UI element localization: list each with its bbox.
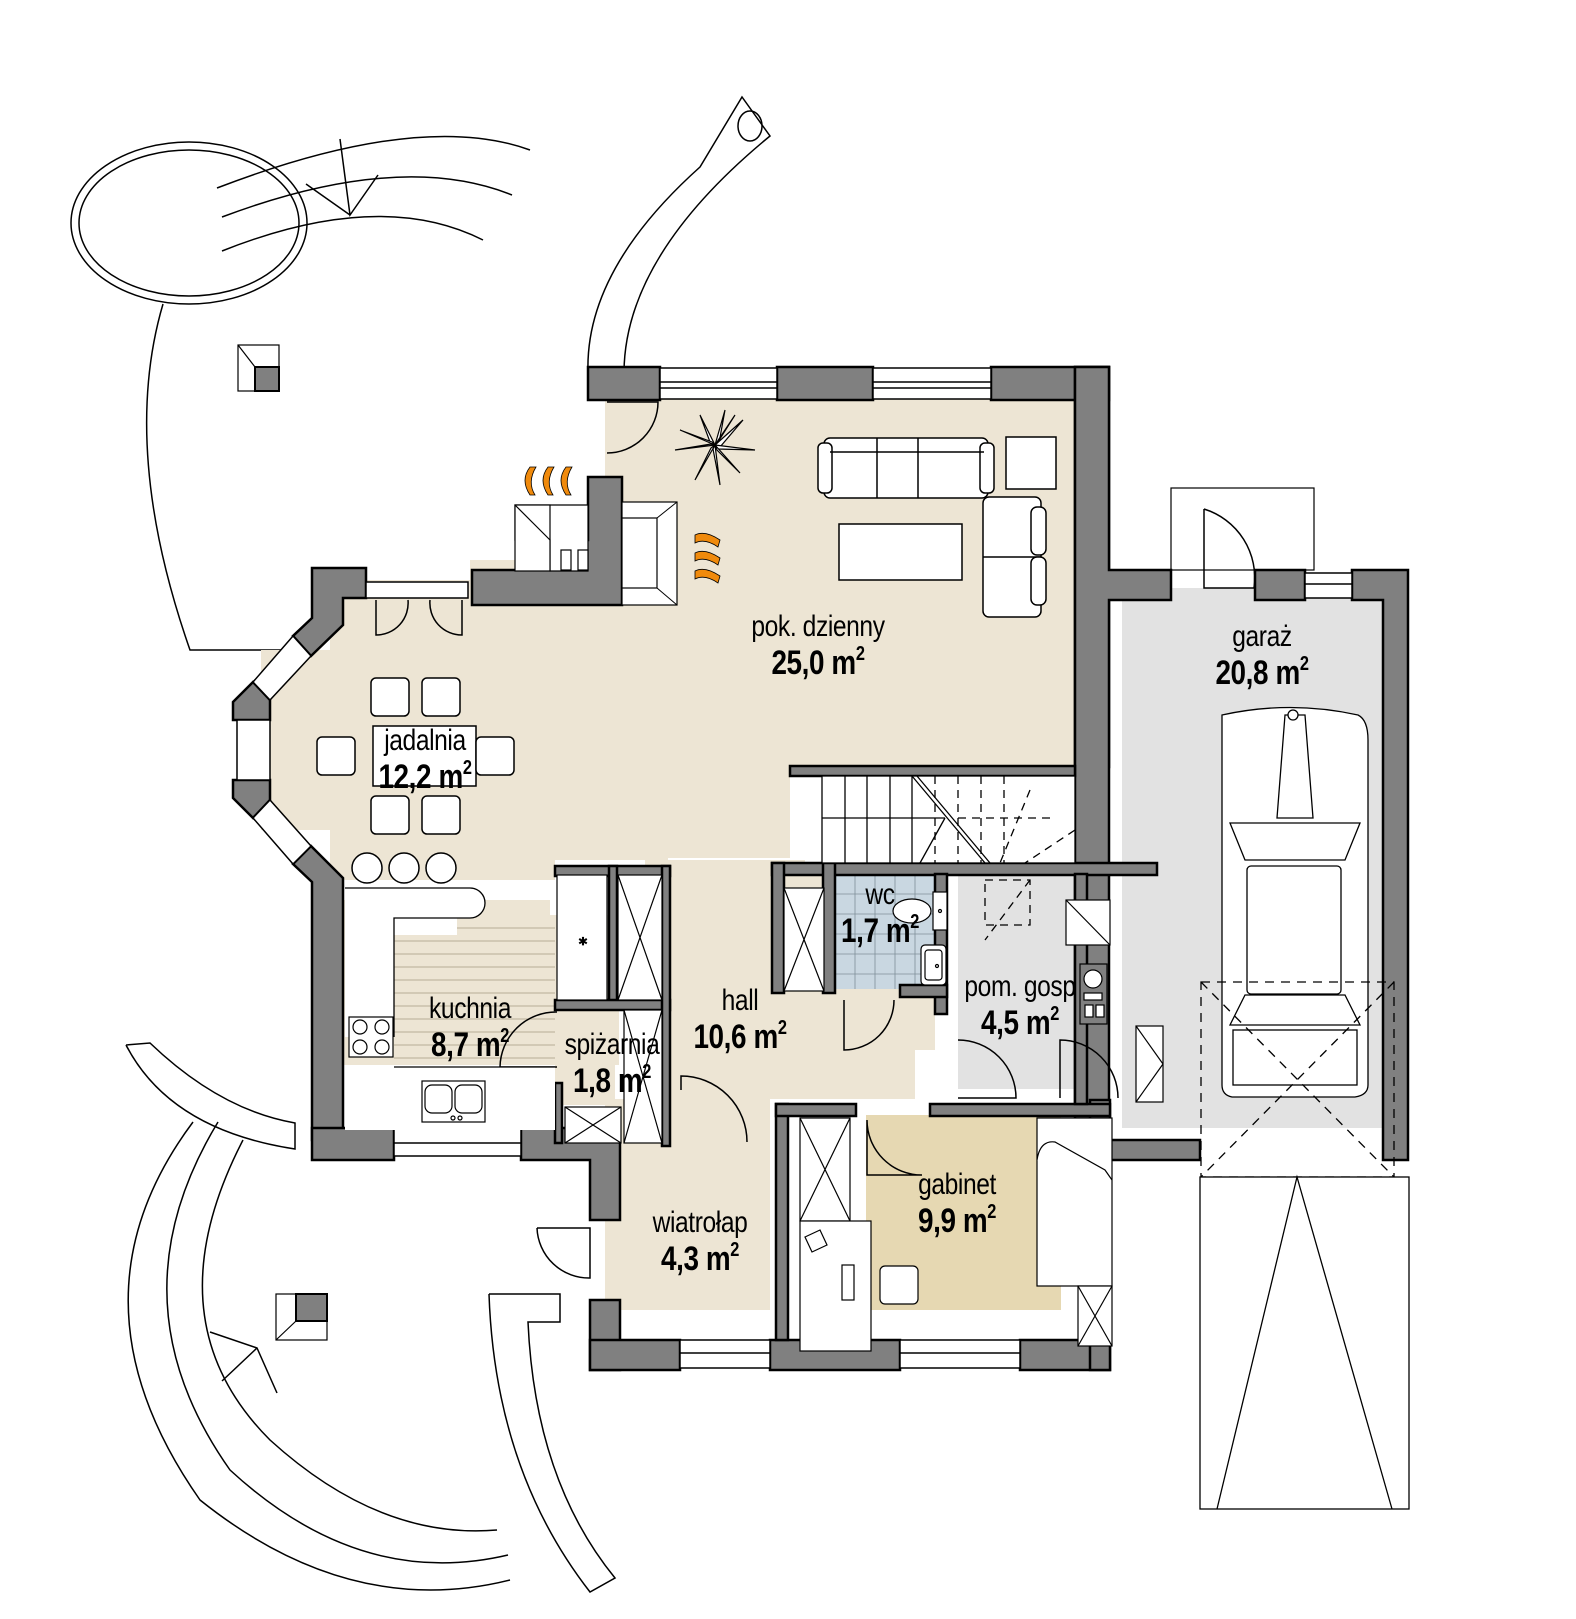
room-area: 4,3 m2	[661, 1239, 739, 1278]
room-label-pok-dzienny: pok. dzienny 25,0 m2	[737, 610, 899, 682]
floor-utility	[958, 874, 1078, 1089]
room-name: garaż	[1232, 620, 1292, 653]
door-hall-wc	[843, 999, 895, 1051]
garden-pergola-bottom	[125, 1042, 617, 1593]
room-name: gabinet	[918, 1168, 996, 1201]
room-label-gabinet: gabinet 9,9 m2	[909, 1168, 1004, 1240]
dining-table-icon	[316, 677, 515, 884]
floor-wc	[835, 874, 935, 989]
room-area: 1,7 m2	[841, 911, 919, 950]
room-area: 10,6 m2	[693, 1017, 787, 1056]
staircase-icon	[821, 775, 1076, 941]
room-area: 20,8 m2	[1215, 653, 1309, 692]
door-hall-entry	[680, 1075, 748, 1143]
room-label-spizarnia: spiżarnia 1,8 m2	[554, 1028, 670, 1100]
room-area: 12,2 m2	[378, 757, 472, 796]
room-name: wiatrołap	[652, 1206, 748, 1239]
room-label-wc: wc 1,7 m2	[832, 878, 927, 950]
room-name: pok. dzienny	[751, 610, 885, 643]
garden-column-bottom	[275, 1293, 328, 1341]
garden-column-top	[237, 344, 280, 392]
driveway	[1199, 1174, 1410, 1510]
room-name: hall	[721, 984, 759, 1017]
room-area: 25,0 m2	[771, 643, 865, 682]
room-area: 4,5 m2	[981, 1003, 1059, 1042]
room-name: kuchnia	[429, 992, 511, 1025]
sink-icon	[421, 1080, 486, 1123]
room-name: jadalnia	[384, 724, 466, 757]
room-label-garaz: garaż 20,8 m2	[1205, 620, 1319, 692]
room-area: 8,7 m2	[431, 1025, 509, 1064]
car-icon	[1221, 706, 1369, 1098]
room-label-wiatrolap: wiatrołap 4,3 m2	[642, 1206, 758, 1278]
door-utility	[957, 1039, 1017, 1099]
door-garage-side	[1203, 508, 1256, 589]
wc-tiles	[835, 874, 935, 989]
toilet-icon	[892, 891, 948, 931]
svg-text:*: *	[579, 934, 587, 953]
room-name: wc	[865, 878, 895, 911]
room-label-kuchnia: kuchnia 8,7 m2	[420, 992, 520, 1064]
stove-icon	[348, 1016, 394, 1058]
door-utility-garage	[1059, 1039, 1119, 1099]
room-area: 1,8 m2	[573, 1061, 651, 1100]
sofa-icon	[817, 436, 1057, 618]
coffee-table	[838, 523, 963, 581]
room-label-jadalnia: jadalnia 12,2 m2	[368, 724, 482, 796]
door-kitchen	[499, 1011, 558, 1068]
washbasin-icon	[920, 944, 947, 986]
room-label-pom-gosp: pom. gosp 4,5 m2	[952, 970, 1088, 1042]
door-dining-french	[375, 599, 463, 636]
room-name: pom. gosp	[964, 970, 1076, 1003]
fireplace-icon	[514, 501, 678, 606]
utility-fixtures	[1065, 899, 1164, 1103]
room-area: 9,9 m2	[918, 1201, 996, 1240]
doors[interactable]	[375, 401, 1315, 1279]
garden-pergola-top	[70, 95, 772, 651]
door-study	[866, 1119, 923, 1176]
bed-icon	[1036, 1117, 1113, 1347]
plant-icon	[674, 409, 756, 486]
room-name: spiżarnia	[564, 1028, 660, 1061]
room-label-hall: hall 10,6 m2	[683, 984, 797, 1056]
wardrobe-icon: *	[556, 874, 851, 1222]
desk-icon	[799, 1220, 919, 1352]
fire-flames	[524, 466, 721, 584]
door-terrace	[606, 401, 659, 454]
door-main-entry	[536, 1227, 591, 1279]
windows	[236, 367, 1353, 1369]
